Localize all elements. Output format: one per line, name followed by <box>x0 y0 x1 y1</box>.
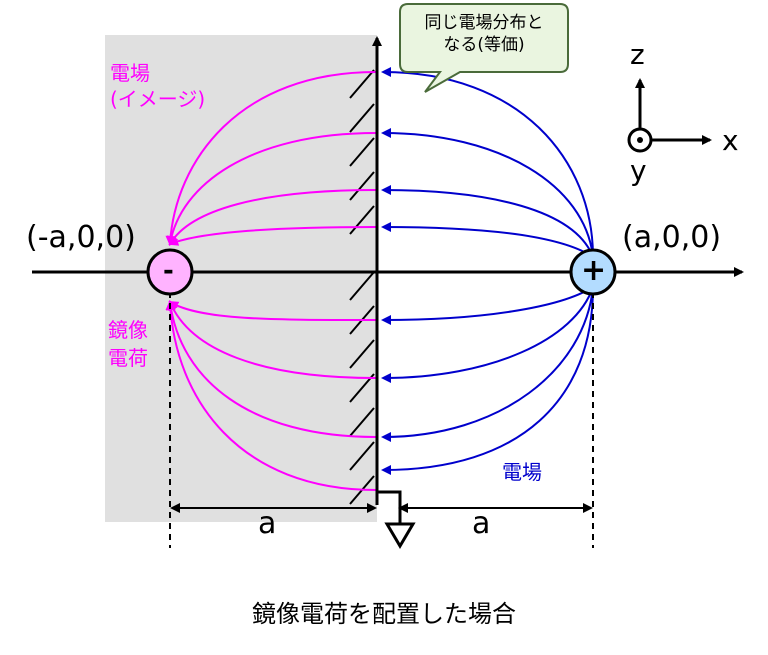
image-charge-label-line1: 鏡像 <box>108 318 148 342</box>
real-field-line <box>381 128 594 258</box>
image-field-line <box>168 226 377 246</box>
distance-label-left: a <box>258 506 277 541</box>
real-field-line <box>381 185 594 258</box>
image-field-line <box>166 300 377 438</box>
ground-symbol <box>377 490 416 549</box>
image-field-label-line1: 電場 <box>110 61 150 85</box>
image-field-line <box>168 189 377 246</box>
image-charge-label-line2: 電荷 <box>108 346 148 370</box>
equivalence-callout: 同じ電場分布と なる(等価) <box>400 4 568 72</box>
positive-sign-icon: + <box>581 253 607 288</box>
callout-bubble <box>399 3 569 93</box>
diagram-caption: 鏡像電荷を配置した場合 <box>252 600 516 628</box>
image-field-line <box>168 300 377 379</box>
real-field-label: 電場 <box>502 460 542 484</box>
image-field-label-line2: (イメージ) <box>110 87 206 111</box>
real-field-line <box>381 67 594 258</box>
positive-coordinate-label: (a,0,0) <box>622 220 722 255</box>
real-field-line <box>381 222 594 258</box>
conductor-hatching <box>349 69 375 505</box>
image-charge-label: 鏡像 電荷 <box>108 316 148 372</box>
image-field-line <box>165 71 377 246</box>
negative-sign-icon: - <box>163 256 174 286</box>
positive-charge <box>569 248 617 296</box>
image-field-line <box>168 300 377 321</box>
distance-label-right: a <box>472 506 491 541</box>
axis-z-label: z <box>630 38 645 71</box>
callout-line2: なる(等価) <box>443 35 525 55</box>
real-field-line <box>381 286 594 442</box>
real-field-line <box>381 286 594 475</box>
image-field-lines <box>165 71 377 491</box>
image-field-line <box>165 300 377 491</box>
axis-x-label: x <box>722 124 739 157</box>
image-field-line <box>166 132 377 246</box>
callout-line1: 同じ電場分布と <box>424 13 544 33</box>
negative-coordinate-label: (-a,0,0) <box>26 220 136 255</box>
real-field-lines <box>381 67 594 475</box>
axis-y-label: y <box>630 154 647 187</box>
negative-image-charge <box>146 248 194 296</box>
axis-triad-icon <box>627 78 712 153</box>
real-field-line <box>381 286 594 325</box>
real-field-line <box>381 286 594 383</box>
image-field-label: 電場 (イメージ) <box>110 60 205 112</box>
